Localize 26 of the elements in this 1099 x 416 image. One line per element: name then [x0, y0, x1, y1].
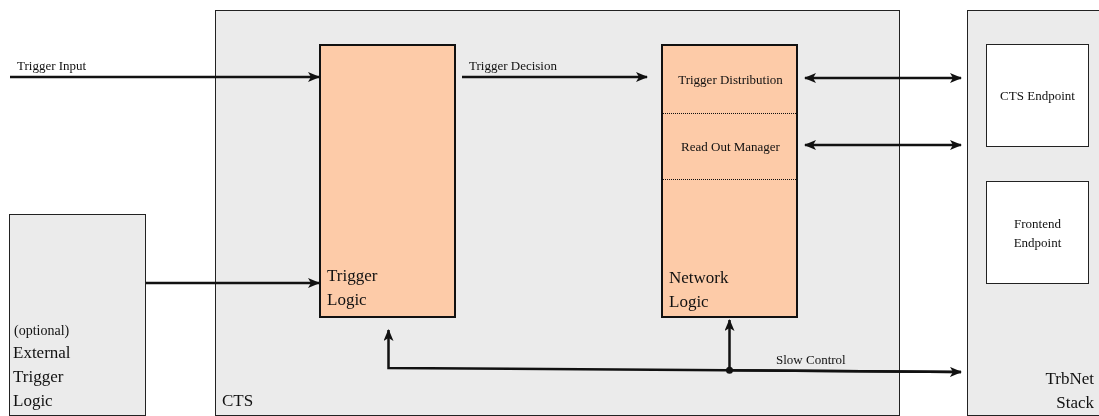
node-label: Network Logic	[668, 267, 730, 313]
group-box	[215, 10, 900, 416]
node-label: Read Out Manager	[680, 138, 781, 156]
node-note: (optional)	[13, 322, 71, 340]
arrow	[10, 72, 320, 82]
group-box	[967, 10, 1099, 416]
arrow	[804, 73, 962, 83]
endpoint-box	[986, 44, 1089, 147]
arrow	[804, 140, 962, 150]
endpoint-box	[986, 181, 1089, 284]
node-label: Frontend Endpoint	[1012, 214, 1063, 252]
process-box	[661, 44, 798, 318]
arrow	[724, 319, 961, 374]
group-box	[9, 214, 146, 416]
edge-label: Slow Control	[776, 352, 846, 368]
node-label: Trigger Distribution	[677, 71, 784, 89]
node-label: External Trigger Logic	[12, 342, 72, 412]
node-label: CTS	[221, 390, 254, 412]
node-label: TrbNet Stack	[1044, 368, 1095, 414]
arrow	[462, 72, 648, 82]
edge-label: Trigger Decision	[469, 58, 557, 74]
node-label: Trigger Logic	[326, 265, 379, 311]
arrow	[146, 278, 320, 288]
process-box	[319, 44, 456, 318]
edge-label: Trigger Input	[17, 58, 87, 74]
node-label: CTS Endpoint	[999, 87, 1076, 105]
